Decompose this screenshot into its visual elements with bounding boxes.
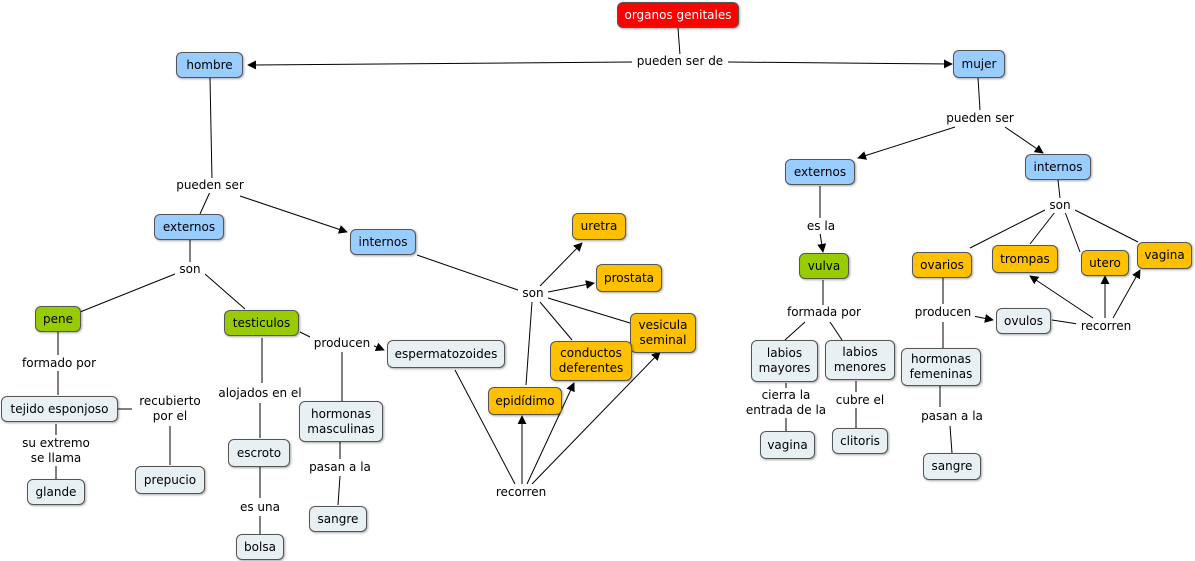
node-sangre-masc[interactable]: sangre xyxy=(309,506,367,532)
link-formada-por: formada por xyxy=(782,305,866,320)
node-tejido-esponjoso[interactable]: tejido esponjoso xyxy=(1,396,118,422)
edge xyxy=(337,475,341,506)
edge xyxy=(784,321,806,341)
link-formado-por: formado por xyxy=(14,356,104,371)
edge xyxy=(726,59,953,69)
edge xyxy=(972,313,994,323)
node-testiculos[interactable]: testiculos xyxy=(224,310,299,336)
link-cierra-la-entrada: cierra la entrada de la xyxy=(738,388,834,418)
edge xyxy=(299,331,311,338)
link-mujer-pueden-ser: pueden ser xyxy=(940,111,1020,126)
node-prepucio[interactable]: prepucio xyxy=(135,466,205,494)
node-vesicula-seminal[interactable]: vesicula seminal xyxy=(630,313,696,353)
edge xyxy=(969,209,1046,249)
node-pene[interactable]: pene xyxy=(35,306,81,332)
node-externos-mujer[interactable]: externos xyxy=(785,159,855,185)
node-uretra[interactable]: uretra xyxy=(572,213,626,240)
edge xyxy=(239,195,348,234)
link-pasan-a-la-fem: pasan a la xyxy=(916,409,988,424)
edge xyxy=(539,301,573,341)
link-externos-son: son xyxy=(175,262,205,277)
link-cubre-el: cubre el xyxy=(830,393,890,408)
node-hombre[interactable]: hombre xyxy=(176,52,243,78)
edge xyxy=(1074,209,1139,243)
edge xyxy=(204,273,246,310)
edge xyxy=(247,60,633,70)
edge xyxy=(531,351,661,485)
node-glande[interactable]: glande xyxy=(27,479,85,505)
edge xyxy=(547,280,595,293)
node-conductos-deferentes[interactable]: conductos deferentes xyxy=(550,341,632,381)
node-bolsa[interactable]: bolsa xyxy=(236,534,284,560)
node-hormonas-masculinas[interactable]: hormonas masculinas xyxy=(299,401,383,442)
edge xyxy=(949,425,953,454)
node-clitoris[interactable]: clitoris xyxy=(832,428,888,454)
edge xyxy=(199,191,211,215)
link-recubierto-por-el: recubierto por el xyxy=(132,394,208,424)
edge xyxy=(1112,269,1141,319)
edge xyxy=(371,342,385,352)
link-producen-masc: producen xyxy=(310,336,374,351)
edge xyxy=(817,232,827,253)
edge xyxy=(677,27,681,56)
node-espermatozoides[interactable]: espermatozoides xyxy=(387,340,505,368)
node-escroto[interactable]: escroto xyxy=(228,439,290,467)
node-utero[interactable]: utero xyxy=(1081,250,1129,276)
node-internos-hombre[interactable]: internos xyxy=(350,229,416,255)
edge xyxy=(1029,211,1056,245)
edge xyxy=(79,273,176,313)
edge xyxy=(547,297,631,324)
link-internos-mujer-son: son xyxy=(1045,198,1075,213)
edge xyxy=(526,382,575,485)
edge xyxy=(857,126,956,160)
edge xyxy=(1064,211,1081,253)
edge xyxy=(416,254,519,291)
link-es-una: es una xyxy=(234,500,286,515)
node-prostata[interactable]: prostata xyxy=(596,264,662,292)
node-mujer[interactable]: mujer xyxy=(953,50,1005,78)
node-sangre-fem[interactable]: sangre xyxy=(923,453,981,480)
node-internos-mujer[interactable]: internos xyxy=(1025,154,1091,180)
edge xyxy=(1057,179,1061,199)
link-producen-fem: producen xyxy=(911,305,975,320)
link-internos-son: son xyxy=(518,286,548,301)
edge xyxy=(1004,126,1044,154)
link-pasan-a-la-masc: pasan a la xyxy=(304,460,376,475)
link-es-la: es la xyxy=(802,219,840,234)
node-externos-hombre[interactable]: externos xyxy=(154,214,224,240)
edge xyxy=(209,77,213,181)
node-vulva[interactable]: vulva xyxy=(799,253,849,279)
node-hormonas-femeninas[interactable]: hormonas femeninas xyxy=(901,348,981,386)
node-labios-menores[interactable]: labios menores xyxy=(825,340,895,380)
edge xyxy=(1051,319,1079,325)
link-pueden-ser-de: pueden ser de xyxy=(632,54,728,69)
node-ovulos[interactable]: ovulos xyxy=(996,308,1051,334)
edge xyxy=(829,321,843,341)
link-hombre-pueden-ser: pueden ser xyxy=(170,178,250,193)
edge xyxy=(454,369,516,485)
link-recorren-fem: recorren xyxy=(1076,319,1136,334)
node-labios-mayores[interactable]: labios mayores xyxy=(751,340,818,382)
node-vagina-interna[interactable]: vagina xyxy=(1137,242,1192,269)
node-organos-genitales[interactable]: organos genitales xyxy=(617,2,739,28)
link-alojados-en-el: alojados en el xyxy=(212,386,308,401)
link-su-extremo: su extremo se llama xyxy=(18,436,94,466)
edge xyxy=(539,242,583,287)
edge xyxy=(977,77,981,111)
edge xyxy=(525,301,533,386)
node-vagina-externa[interactable]: vagina xyxy=(760,431,815,459)
link-recorren-masc: recorren xyxy=(490,485,552,500)
node-epididimo[interactable]: epidídimo xyxy=(488,387,562,415)
node-trompas[interactable]: trompas xyxy=(992,245,1058,273)
edge xyxy=(1029,275,1094,319)
node-ovarios[interactable]: ovarios xyxy=(912,252,972,278)
